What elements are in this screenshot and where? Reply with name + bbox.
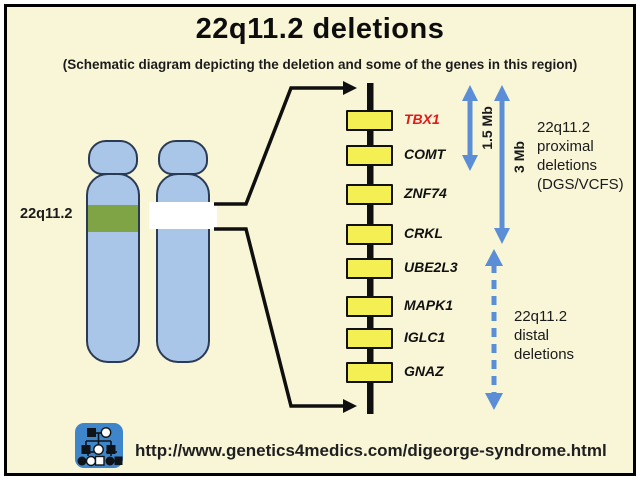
source-url: http://www.genetics4medics.com/digeorge-… [135,441,607,460]
gene-box [346,145,393,166]
span-1-5mb-label: 1.5 Mb [479,106,495,150]
gene-label-ube2l3: UBE2L3 [404,259,458,275]
page-title: 22q11.2 deletions [195,13,445,45]
gene-label-crkl: CRKL [404,225,443,241]
gene-box [346,184,393,205]
gene-box [346,258,393,279]
gene-label-znf74: ZNF74 [404,185,447,201]
chromosome-normal-q-arm [86,173,140,363]
gene-label-tbx1: TBX1 [404,111,440,127]
gene-box [346,362,393,383]
gene-box [346,296,393,317]
gene-box [346,224,393,245]
gene-label-comt: COMT [404,146,446,162]
gene-label-mapk1: MAPK1 [404,297,454,313]
deletion-gap [149,202,217,229]
chromosome-normal-p-arm [88,140,138,175]
page-subtitle: (Schematic diagram depicting the deletio… [62,57,578,72]
genetics4medics-logo [75,423,123,468]
pedigree-logo-icon [77,427,123,467]
span-3mb-label: 3 Mb [511,141,527,173]
chromosome-deleted-p-arm [158,140,208,175]
chromosome-region-label: 22q11.2 [20,206,73,222]
proximal-deletions-label: 22q11.2 proximal deletions (DGS/VCFS) [537,119,624,193]
distal-deletions-label: 22q11.2 distal deletions [514,308,575,363]
gene-box [346,328,393,349]
gene-label-gnaz: GNAZ [404,363,444,379]
chromosome-band-22q11-2 [88,205,138,232]
gene-label-iglc1: IGLC1 [404,329,446,345]
gene-box [346,110,393,131]
